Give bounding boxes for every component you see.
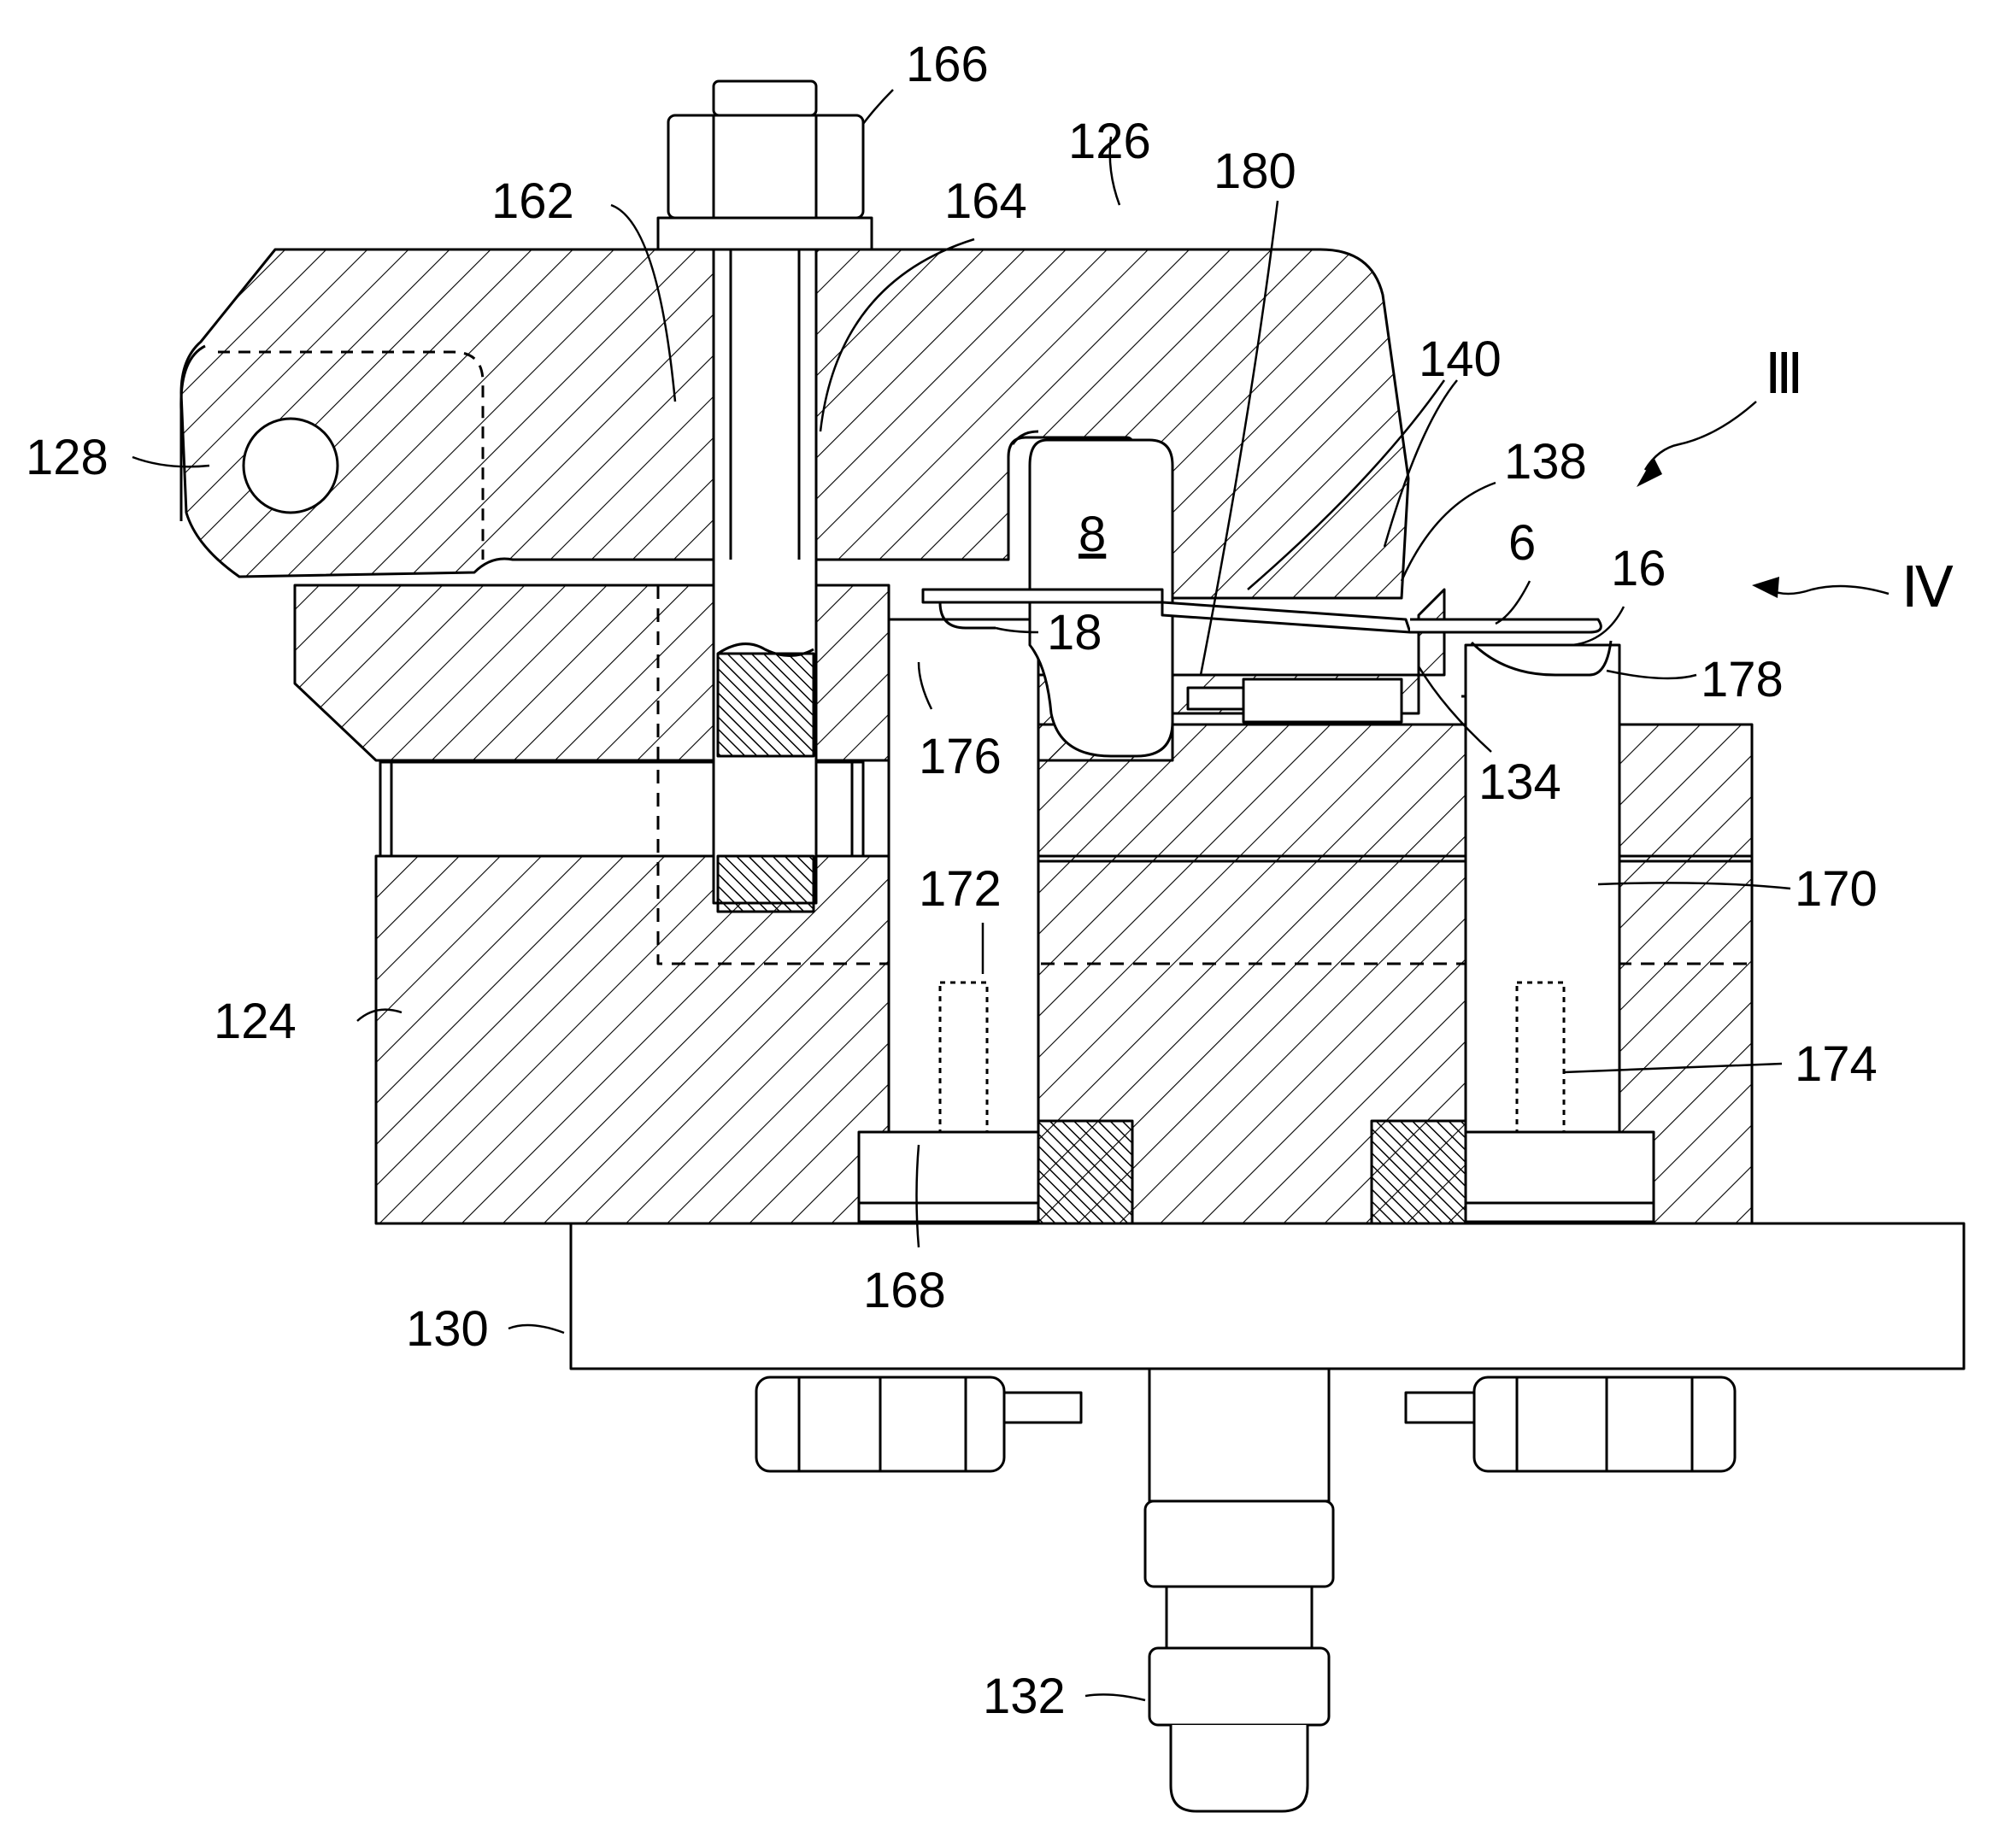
label-138: 138 (1504, 434, 1587, 490)
label-178: 178 (1701, 652, 1784, 707)
base-plate-130 (571, 1223, 1964, 1369)
view-arrow-iv (1769, 586, 1889, 594)
label-168: 168 (863, 1263, 946, 1318)
pin-170-foot (1466, 1132, 1654, 1222)
lower-nut-left (756, 1377, 1081, 1471)
label-176: 176 (919, 729, 1002, 784)
label-134: 134 (1478, 754, 1561, 810)
label-174: 174 (1795, 1036, 1878, 1092)
label-164: 164 (944, 173, 1027, 229)
view-label-iv: Ⅳ (1901, 557, 1954, 619)
member-134 (1243, 679, 1402, 722)
connector-132 (1145, 1369, 1333, 1811)
bolt-shank (714, 249, 816, 903)
bolt-tip (714, 81, 816, 115)
label-172: 172 (919, 861, 1002, 917)
label-8: 8 (1079, 507, 1106, 562)
pivot-pin-128 (244, 419, 338, 513)
label-6: 6 (1508, 515, 1536, 571)
label-128: 128 (26, 430, 109, 485)
bolt-lower-insert-2 (718, 856, 814, 912)
insert-left (1038, 1121, 1132, 1223)
label-140: 140 (1419, 331, 1502, 387)
insert-right (1372, 1121, 1466, 1223)
label-126: 126 (1068, 114, 1151, 169)
view-arrow-iii (1645, 402, 1756, 470)
plate-6 (923, 590, 1162, 602)
bolt-lower-insert (718, 654, 814, 756)
washer (658, 218, 872, 249)
label-180: 180 (1214, 144, 1296, 199)
lower-nut-right (1406, 1377, 1735, 1471)
label-132: 132 (983, 1669, 1066, 1724)
nut-166 (668, 115, 863, 218)
label-124: 124 (214, 994, 297, 1049)
label-18: 18 (1047, 605, 1102, 660)
label-130: 130 (406, 1301, 489, 1357)
view-label-iii: Ⅲ (1765, 343, 1804, 406)
label-170: 170 (1795, 861, 1878, 917)
label-16: 16 (1611, 541, 1666, 596)
pin-168-foot (859, 1132, 1038, 1222)
label-162: 162 (491, 173, 574, 229)
pin-170 (1466, 645, 1619, 1141)
plate-138 (1162, 602, 1410, 632)
label-166: 166 (906, 37, 989, 92)
